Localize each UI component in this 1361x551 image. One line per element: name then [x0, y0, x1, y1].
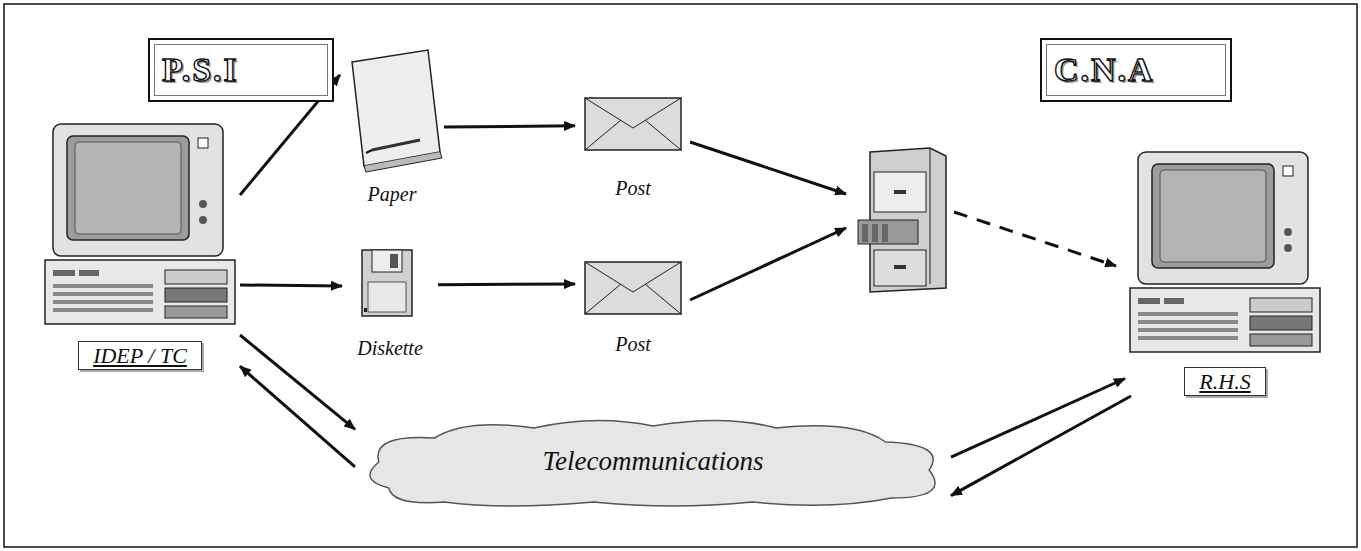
paper-node: Paper — [340, 48, 444, 206]
cloud-shape — [370, 420, 935, 506]
dashed-flow-arrow — [954, 212, 1116, 266]
flow-arrow — [444, 126, 575, 127]
computer-node: IDEP / TC — [40, 120, 240, 370]
cloud-node: Telecommunications — [355, 414, 951, 510]
outer-frame — [4, 4, 1357, 547]
flow-arrow — [951, 379, 1125, 458]
flow-arrow — [690, 228, 846, 300]
organisation-title: C.N.A — [1054, 50, 1155, 89]
envelope-illustration — [585, 98, 681, 150]
node-label: Post — [615, 177, 651, 200]
node-label: Diskette — [357, 337, 423, 360]
computer-node: R.H.S — [1125, 146, 1325, 396]
envelope-illustration — [585, 262, 681, 314]
node-label: Telecommunications — [543, 446, 764, 477]
node-label: Post — [615, 333, 651, 356]
title-box: C.N.A — [1040, 38, 1232, 102]
filing-cabinet-illustration — [858, 148, 946, 292]
flow-arrow — [240, 284, 342, 288]
diskette-node: Diskette — [342, 246, 438, 360]
diskette-illustration — [362, 250, 412, 316]
paper-pad-illustration — [352, 50, 442, 172]
node-label: Paper — [368, 183, 417, 206]
flow-arrow — [690, 142, 846, 194]
organisation-title: P.S.I — [162, 50, 239, 89]
node-label: R.H.S — [1184, 367, 1265, 396]
computer-illustration — [45, 124, 235, 324]
post-node: Post — [575, 256, 691, 356]
flow-arrow — [438, 283, 575, 287]
computer-illustration — [1130, 152, 1320, 352]
flow-arrow — [240, 366, 355, 467]
post-node: Post — [575, 94, 691, 200]
title-box: P.S.I — [148, 38, 334, 102]
node-label: IDEP / TC — [78, 341, 202, 370]
flow-arrow — [951, 396, 1131, 496]
